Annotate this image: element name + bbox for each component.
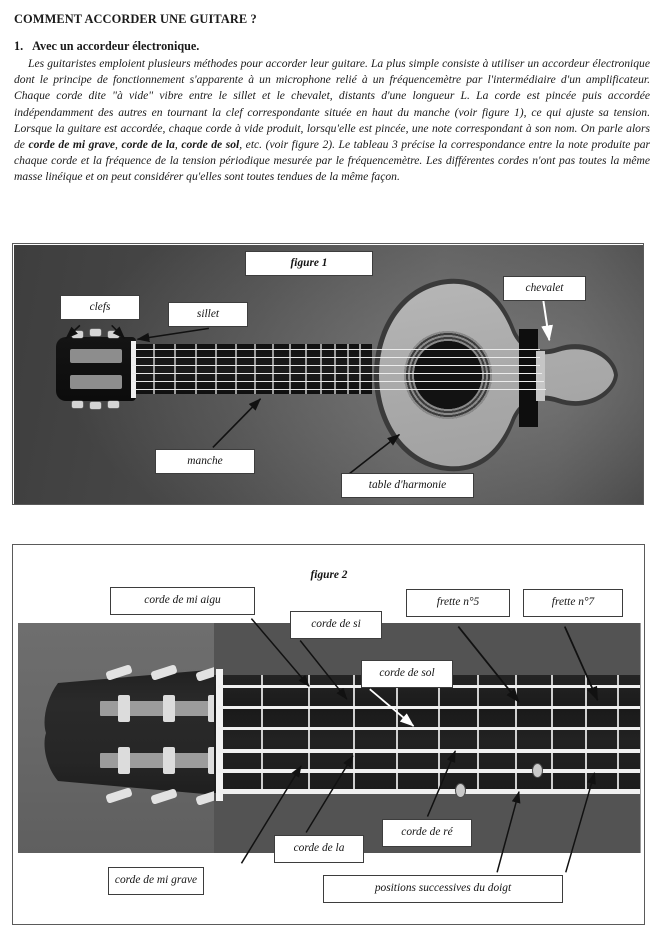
fret-7	[515, 675, 517, 793]
fret-2	[174, 344, 176, 394]
string-mi-grave	[218, 789, 640, 794]
fret-9	[305, 344, 307, 394]
guitar-nut	[131, 341, 136, 398]
string-si	[218, 706, 640, 709]
fret-1	[261, 675, 263, 793]
body-string-1	[372, 349, 540, 350]
callout-corde-mi-grave: corde de mi grave	[108, 867, 204, 895]
guitar-nut	[216, 669, 223, 801]
string-2	[132, 357, 416, 358]
finger-position-fret5	[455, 783, 466, 798]
tuner-peg-1	[72, 331, 83, 338]
string-5	[132, 381, 428, 382]
figure-1-caption: figure 1	[245, 251, 373, 276]
fret-9	[585, 675, 587, 793]
section-heading: 1. Avec un accordeur électronique.	[14, 39, 650, 54]
body-string-6	[372, 389, 546, 390]
callout-positions-doigt: positions successives du doigt	[323, 875, 563, 903]
callout-clefs: clefs	[60, 295, 140, 320]
bridge-saddle	[536, 351, 545, 401]
body-string-2	[372, 357, 540, 358]
soundhole	[414, 341, 482, 409]
string-post-5	[163, 747, 175, 774]
string-6	[132, 389, 432, 390]
callout-frette-5: frette n°5	[406, 589, 510, 617]
tuner-button-4	[105, 787, 133, 804]
fret-2	[308, 675, 310, 793]
fret-6	[477, 675, 479, 793]
bridge	[519, 329, 538, 427]
tuner-button-5	[150, 788, 178, 805]
fret-5	[438, 675, 440, 793]
callout-corde-mi-aigu: corde de mi aigu	[110, 587, 255, 615]
fret-1	[153, 344, 155, 394]
headstock-slot-lower	[100, 753, 220, 768]
tuner-peg-2	[90, 329, 101, 336]
body-string-3	[372, 365, 540, 366]
figure-2-caption: figure 2	[281, 567, 377, 585]
string-post-1	[118, 695, 130, 722]
callout-sillet: sillet	[168, 302, 248, 327]
figure-2-photo	[18, 623, 641, 853]
headstock-slot-upper	[100, 701, 220, 716]
callout-corde-re: corde de ré	[382, 819, 472, 847]
fret-3	[195, 344, 197, 394]
guitar-headstock	[56, 337, 136, 401]
guitar-neck	[134, 344, 372, 394]
string-1	[132, 349, 412, 350]
string-la	[218, 769, 640, 773]
body-paragraph: Les guitaristes emploient plusieurs méth…	[14, 57, 651, 184]
callout-manche: manche	[155, 449, 255, 474]
headstock-slot-upper	[70, 349, 122, 363]
body-string-4	[372, 373, 542, 374]
headstock-slot-lower	[70, 375, 122, 389]
callout-chevalet: chevalet	[503, 276, 586, 301]
string-sol	[218, 727, 640, 730]
guitar-headstock	[40, 659, 220, 805]
string-post-4	[118, 747, 130, 774]
section-title: Avec un accordeur électronique.	[32, 39, 200, 53]
tuner-peg-5	[90, 402, 101, 409]
tuner-peg-3	[108, 331, 119, 338]
fret-7	[272, 344, 274, 394]
fret-3	[353, 675, 355, 793]
callout-frette-7: frette n°7	[523, 589, 623, 617]
guitar-fretboard	[214, 675, 640, 793]
fret-11	[334, 344, 336, 394]
string-re	[218, 749, 640, 753]
fret-10	[617, 675, 619, 793]
callout-table-harmonie: table d'harmonie	[341, 473, 474, 498]
fret-5	[235, 344, 237, 394]
fret-10	[320, 344, 322, 394]
figure-1-frame: figure 1 clefs sillet chevalet manche ta…	[12, 243, 644, 505]
fret-13	[359, 344, 361, 394]
body-string-5	[372, 381, 544, 382]
fret-8	[551, 675, 553, 793]
fret-4	[215, 344, 217, 394]
tuner-peg-4	[72, 401, 83, 408]
fret-8	[289, 344, 291, 394]
fret-6	[254, 344, 256, 394]
tuner-peg-6	[108, 401, 119, 408]
finger-position-fret7	[532, 763, 543, 778]
string-post-2	[163, 695, 175, 722]
callout-corde-la: corde de la	[274, 835, 364, 863]
section-number: 1.	[14, 39, 24, 53]
document-text-block: COMMENT ACCORDER UNE GUITARE ? 1. Avec u…	[14, 12, 650, 186]
callout-corde-sol: corde de sol	[361, 660, 453, 688]
fret-12	[347, 344, 349, 394]
string-4	[132, 373, 424, 374]
string-3	[132, 365, 420, 366]
fret-4	[396, 675, 398, 793]
figure-2-frame: figure 2 corde de mi aigu corde de si co…	[12, 544, 645, 925]
page-title: COMMENT ACCORDER UNE GUITARE ?	[14, 12, 257, 26]
callout-corde-si: corde de si	[290, 611, 382, 639]
